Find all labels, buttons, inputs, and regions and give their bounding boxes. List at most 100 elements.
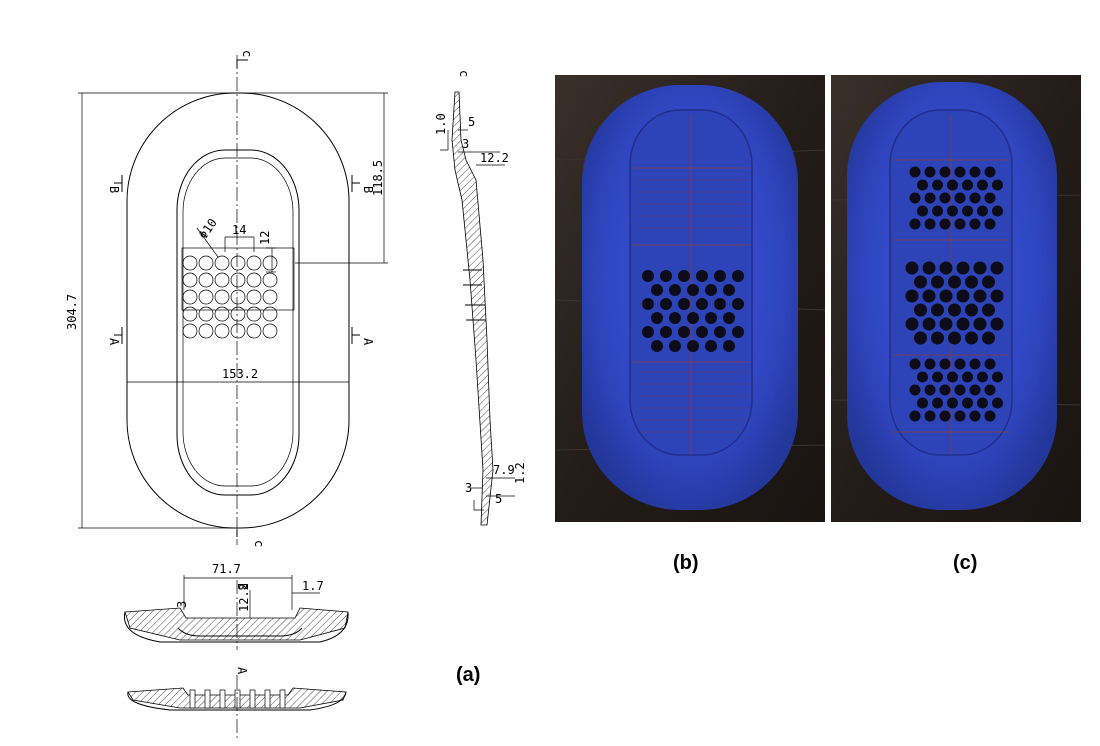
hole xyxy=(230,306,246,322)
hole xyxy=(917,371,928,383)
hole xyxy=(954,358,966,370)
hole xyxy=(969,410,981,422)
hole xyxy=(678,298,690,310)
hole xyxy=(969,358,981,370)
hole xyxy=(660,298,672,310)
hole xyxy=(962,371,973,383)
hole xyxy=(262,255,278,271)
hole xyxy=(246,272,262,288)
hole xyxy=(973,317,987,331)
side-dim-5-top: 5 xyxy=(468,115,475,129)
hole xyxy=(990,289,1004,303)
hole xyxy=(914,331,927,345)
hole xyxy=(969,384,981,396)
hole xyxy=(984,410,996,422)
dim-hole-pitch-x: 14 xyxy=(232,223,246,237)
hole xyxy=(262,323,278,339)
hole xyxy=(984,358,996,370)
hole xyxy=(992,371,1003,383)
hole xyxy=(732,298,744,310)
hole xyxy=(954,218,966,230)
side-dim-12-2: 12.2 xyxy=(480,151,509,165)
hole xyxy=(687,312,699,324)
hole xyxy=(182,289,198,305)
slot xyxy=(219,689,226,709)
hole xyxy=(246,255,262,271)
hole xyxy=(909,166,921,178)
hole xyxy=(965,303,978,317)
hole xyxy=(198,323,214,339)
hole xyxy=(917,205,928,217)
hole xyxy=(939,358,951,370)
hole xyxy=(214,255,230,271)
hole xyxy=(962,205,973,217)
hole xyxy=(723,284,735,296)
hole xyxy=(909,218,921,230)
hole xyxy=(696,326,708,338)
hole xyxy=(992,397,1003,409)
hole xyxy=(969,192,981,204)
holes-b xyxy=(642,270,744,352)
hole xyxy=(182,306,198,322)
side-section-letter: c xyxy=(457,70,471,77)
hole xyxy=(984,166,996,178)
hole xyxy=(732,270,744,282)
hole xyxy=(651,340,663,352)
hole xyxy=(182,255,198,271)
slot xyxy=(264,689,271,709)
cross-section-bb xyxy=(123,575,349,650)
hole xyxy=(947,179,958,191)
section-letter-b-left: B xyxy=(107,186,121,193)
hole xyxy=(914,275,927,289)
hole xyxy=(977,371,988,383)
hole xyxy=(687,340,699,352)
hole xyxy=(914,303,927,317)
cross-section-aa xyxy=(127,675,347,740)
hole xyxy=(198,306,214,322)
hole xyxy=(262,272,278,288)
hole xyxy=(977,397,988,409)
hole xyxy=(922,261,936,275)
slot xyxy=(249,689,256,709)
hole xyxy=(214,289,230,305)
hole xyxy=(246,323,262,339)
hole xyxy=(696,298,708,310)
side-dim-1-2: 1.2 xyxy=(513,462,527,484)
hole xyxy=(932,179,943,191)
hole xyxy=(262,289,278,305)
hole xyxy=(732,326,744,338)
hole xyxy=(982,275,995,289)
hole xyxy=(678,270,690,282)
section-letter-b-right: B xyxy=(361,186,375,193)
hole xyxy=(973,261,987,275)
hole xyxy=(909,192,921,204)
hole xyxy=(651,312,663,324)
side-dim-3-top: 3 xyxy=(462,137,469,151)
hole xyxy=(947,397,958,409)
caption-a: (a) xyxy=(456,664,481,686)
hole xyxy=(954,410,966,422)
hole xyxy=(905,289,919,303)
side-dim-7-9: 7.9 xyxy=(493,463,515,477)
hole xyxy=(214,323,230,339)
hole xyxy=(990,317,1004,331)
hole xyxy=(992,205,1003,217)
hole xyxy=(214,306,230,322)
hole xyxy=(931,275,944,289)
hole xyxy=(924,218,936,230)
hole xyxy=(939,384,951,396)
hole xyxy=(948,331,961,345)
hole xyxy=(924,358,936,370)
hole xyxy=(948,275,961,289)
side-dim-1-0: 1.0 xyxy=(434,113,448,135)
dim-width: 153.2 xyxy=(222,367,258,381)
hole xyxy=(992,179,1003,191)
hole xyxy=(669,312,681,324)
hole xyxy=(230,289,246,305)
bb-section-letter: B xyxy=(235,583,249,590)
photo-b xyxy=(554,75,826,522)
hole xyxy=(669,340,681,352)
slot xyxy=(204,689,211,709)
hole xyxy=(246,289,262,305)
hole xyxy=(922,317,936,331)
